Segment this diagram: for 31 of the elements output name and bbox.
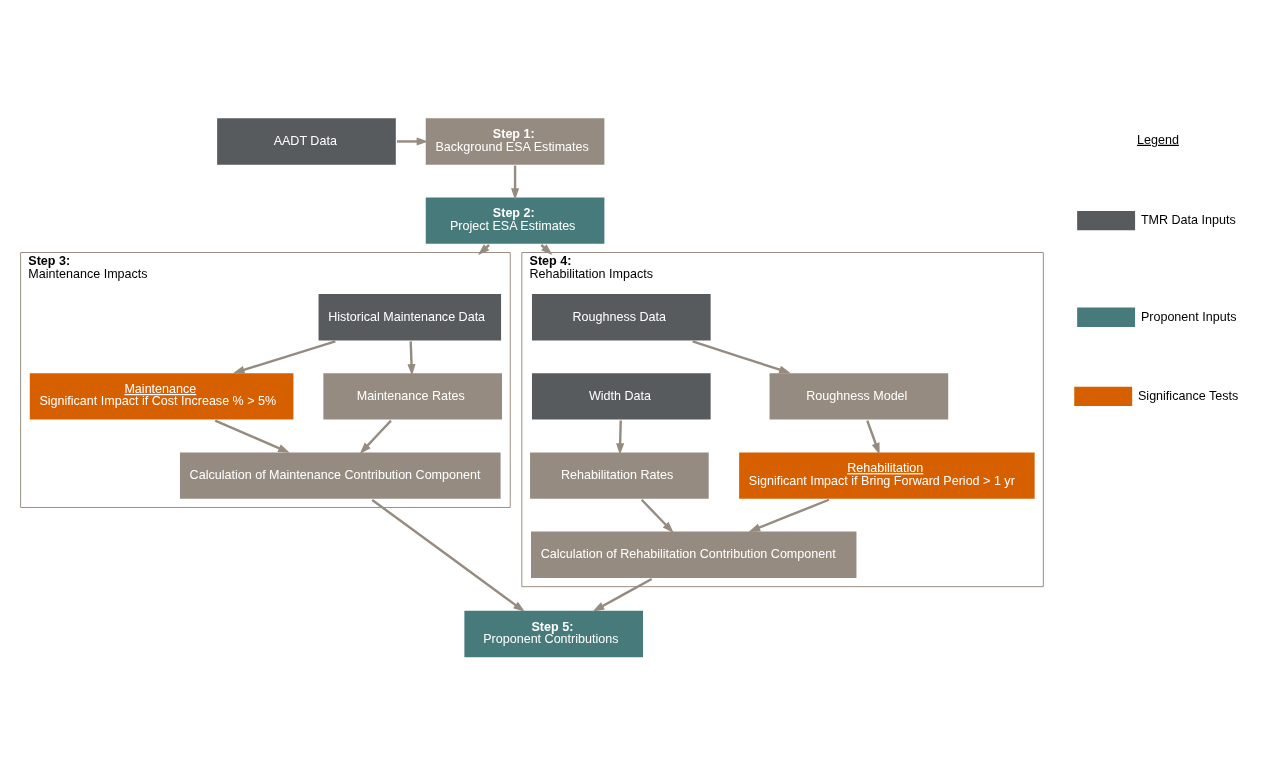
node-box: Rehabilitation Significant Impact if Bring Forward Period > 1 yr [737, 450, 1037, 501]
node-box: Maintenance Rates [321, 371, 504, 422]
arrow [511, 165, 520, 200]
arrow [640, 498, 674, 534]
arrow [748, 498, 830, 532]
node-box: Step 1: Background ESA Estimates [423, 116, 607, 167]
arrow [359, 419, 392, 454]
legend-label: Proponent Inputs [1140, 309, 1237, 324]
arrow [692, 340, 791, 374]
node-box: Maintenance Significant Impact if Cost Increase % > 5% [27, 371, 296, 422]
arrow [407, 341, 416, 376]
node-box: AADT Data [215, 116, 398, 167]
node-box: Historical Maintenance Data [316, 292, 503, 343]
node-box: Calculation of Maintenance Contribution Component [178, 450, 503, 501]
node-box: Rehabilitation Rates [528, 450, 711, 501]
node-box: Roughness Model [767, 371, 951, 422]
arrow [214, 419, 290, 453]
node-box: Roughness Data [530, 292, 713, 343]
arrow [371, 499, 525, 612]
legend-label: TMR Data Inputs [1140, 212, 1236, 227]
node-box: Step 2: Project ESA Estimates [423, 195, 607, 246]
node-box: Width Data [530, 371, 713, 422]
arrow [396, 137, 429, 146]
arrow [616, 420, 625, 455]
label: Legend [1137, 132, 1179, 147]
legend-label: Significance Tests [1137, 388, 1239, 403]
node-box: Step 5: Proponent Contributions [462, 608, 645, 660]
arrow [232, 340, 336, 374]
arrow [866, 420, 880, 455]
arrow [592, 577, 653, 612]
node-box: Calculation of Rehabilitation Contribution Component [529, 529, 859, 580]
